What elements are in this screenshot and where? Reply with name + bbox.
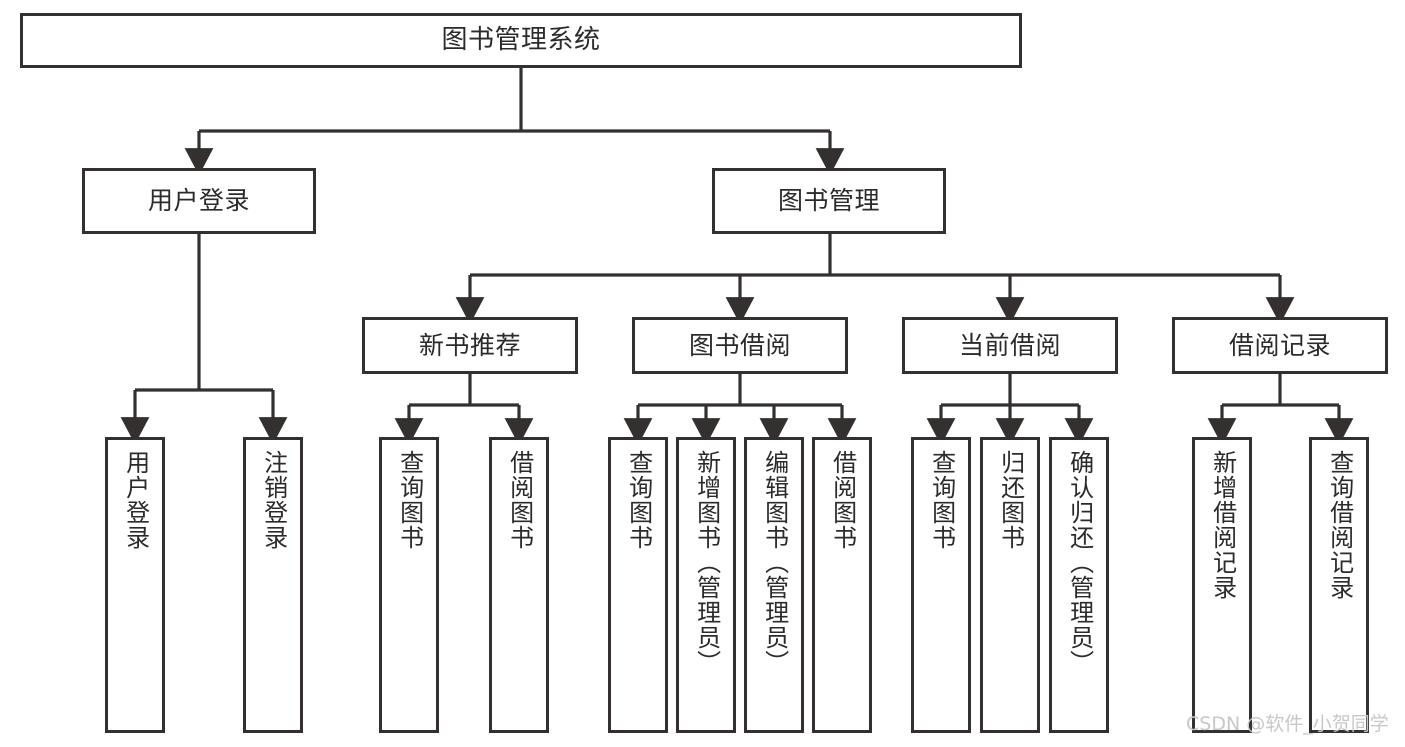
node-label: 注销登录 [259, 450, 288, 550]
node-label: 当前借阅 [958, 330, 1061, 360]
node-label: 图书借阅 [688, 330, 791, 360]
leaf-borrow-record-query[interactable]: 查询借阅记录 [1309, 437, 1369, 733]
leaf-book-borrow-lend[interactable]: 借阅图书 [812, 437, 872, 733]
node-label: 查询借阅记录 [1325, 450, 1354, 600]
node-label: 编辑图书（管理员） [760, 450, 789, 675]
leaf-borrow-record-add[interactable]: 新增借阅记录 [1192, 437, 1252, 733]
node-book-management[interactable]: 图书管理 [712, 168, 946, 234]
leaf-new-book-query[interactable]: 查询图书 [379, 437, 439, 733]
node-label: 图书管理系统 [441, 25, 601, 56]
node-label: 查询图书 [927, 450, 956, 550]
leaf-new-book-borrow[interactable]: 借阅图书 [489, 437, 549, 733]
node-label: 新增借阅记录 [1208, 450, 1237, 600]
node-label: 借阅图书 [828, 450, 857, 550]
node-label: 用户登录 [121, 450, 150, 550]
node-label: 用户登录 [147, 186, 250, 216]
node-user-login[interactable]: 用户登录 [82, 168, 316, 234]
leaf-user-login-signin[interactable]: 用户登录 [105, 437, 165, 733]
node-book-borrow[interactable]: 图书借阅 [632, 317, 848, 374]
node-label: 归还图书 [996, 450, 1025, 550]
node-new-book-recommend[interactable]: 新书推荐 [362, 317, 578, 374]
node-label: 查询图书 [395, 450, 424, 550]
node-label: 新书推荐 [418, 330, 521, 360]
node-label: 新增图书（管理员） [692, 450, 721, 675]
leaf-user-login-signout[interactable]: 注销登录 [243, 437, 303, 733]
node-borrow-record[interactable]: 借阅记录 [1172, 317, 1388, 374]
leaf-book-borrow-edit[interactable]: 编辑图书（管理员） [744, 437, 804, 733]
node-label: 借阅记录 [1228, 330, 1331, 360]
node-root-system[interactable]: 图书管理系统 [20, 13, 1022, 68]
leaf-book-borrow-query[interactable]: 查询图书 [608, 437, 668, 733]
leaf-book-borrow-add[interactable]: 新增图书（管理员） [676, 437, 736, 733]
csdn-watermark: CSDN @软件_小贺同学 [1186, 713, 1389, 735]
node-label: 图书管理 [777, 186, 880, 216]
node-label: 确认归还（管理员） [1065, 450, 1094, 675]
leaf-current-borrow-confirm-return[interactable]: 确认归还（管理员） [1049, 437, 1109, 733]
leaf-current-borrow-return[interactable]: 归还图书 [980, 437, 1040, 733]
node-label: 查询图书 [624, 450, 653, 550]
leaf-current-borrow-query[interactable]: 查询图书 [911, 437, 971, 733]
node-label: 借阅图书 [505, 450, 534, 550]
node-current-borrow[interactable]: 当前借阅 [902, 317, 1118, 374]
